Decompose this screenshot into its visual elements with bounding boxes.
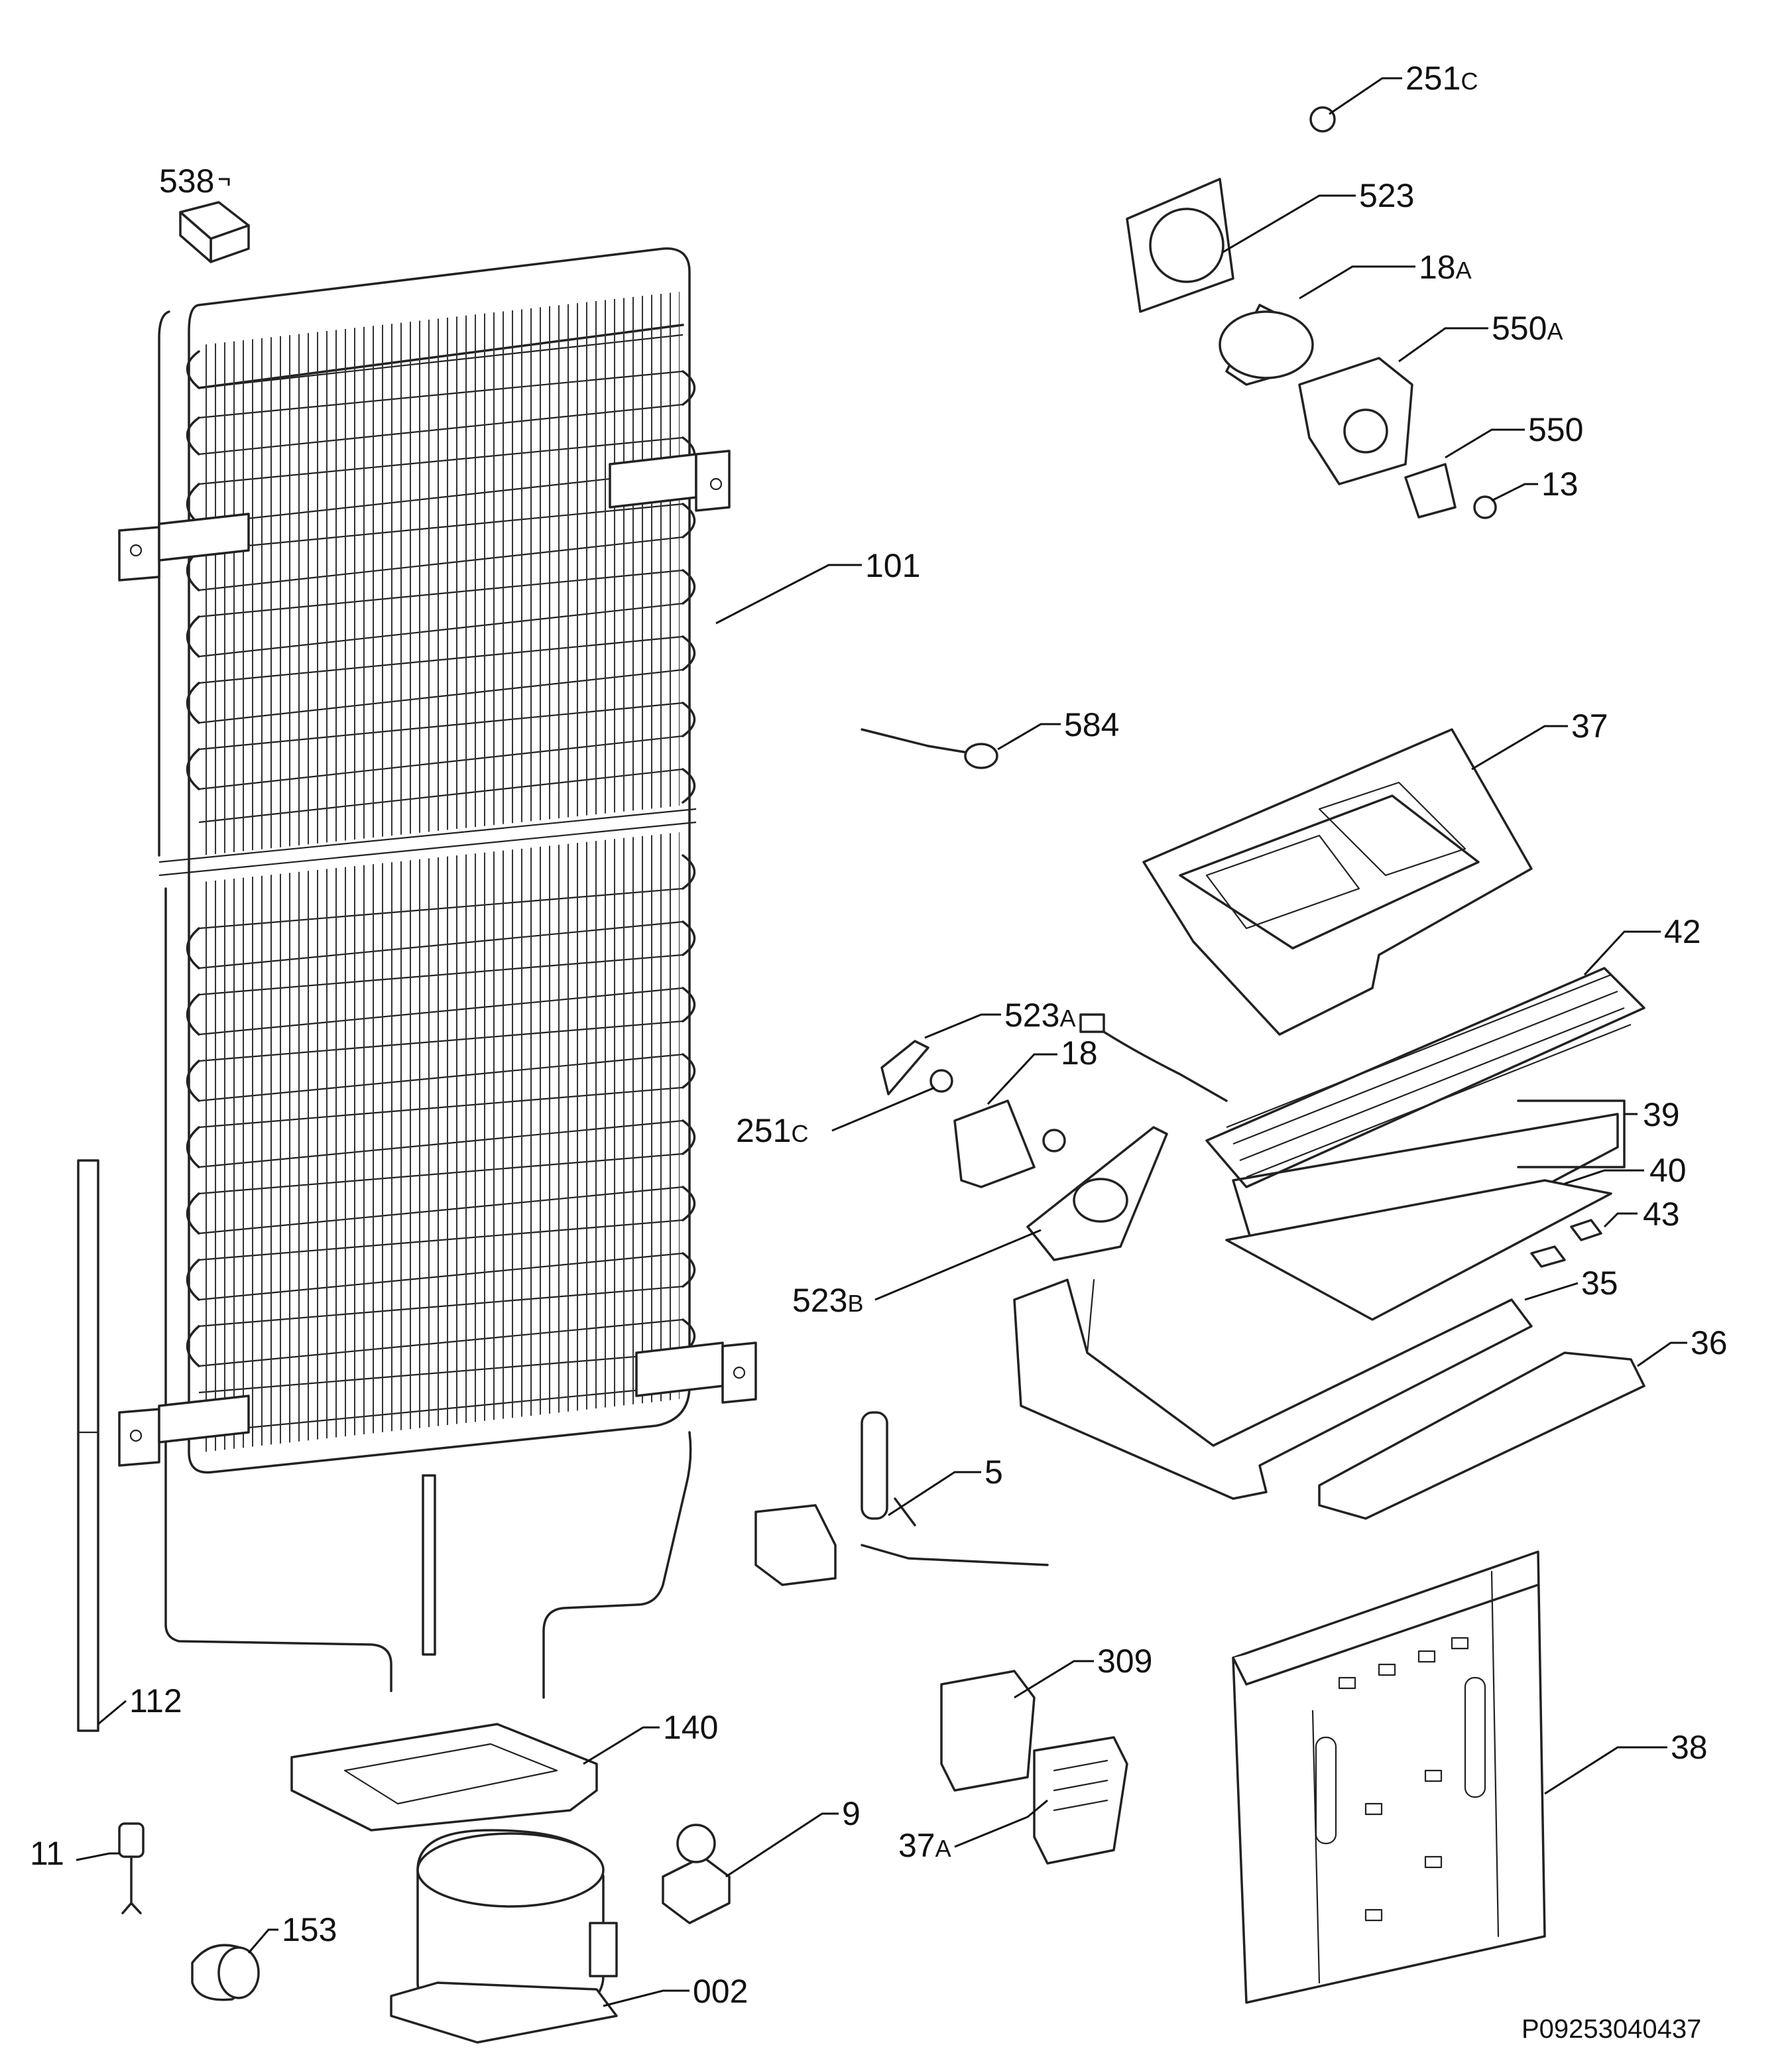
leader-523 — [1223, 194, 1356, 253]
leader-550a — [1398, 327, 1488, 363]
label-37a: 37A — [898, 1827, 951, 1864]
drawer-36-drawing — [1318, 1351, 1645, 1520]
leader-13 — [1491, 483, 1538, 502]
leader-523a — [924, 1013, 1001, 1039]
cover-37-drawing — [1142, 728, 1533, 1036]
part-538-drawing — [179, 201, 250, 263]
label-39: 39 — [1643, 1096, 1680, 1133]
label-140: 140 — [663, 1709, 718, 1746]
leader-40 — [1564, 1169, 1644, 1185]
leader-550 — [1445, 428, 1525, 459]
label-13: 13 — [1541, 466, 1579, 503]
leader-309 — [1014, 1660, 1094, 1699]
leader-538 — [219, 178, 230, 186]
leader-35 — [1524, 1282, 1579, 1301]
leader-37a — [954, 1799, 1048, 1848]
leader-43 — [1603, 1212, 1638, 1228]
callout-labels: 251C 523 18A 550A 550 13 538 101 584 37 … — [30, 60, 1728, 2010]
label-18a: 18A — [1419, 249, 1472, 286]
frame-35-drawing — [1013, 1278, 1533, 1500]
label-101: 101 — [865, 547, 920, 584]
leader-251c-top — [1329, 77, 1402, 115]
label-309: 309 — [1097, 1643, 1152, 1680]
condenser-101-drawing — [118, 247, 757, 1699]
label-38: 38 — [1671, 1729, 1708, 1766]
leader-9 — [725, 1812, 839, 1878]
label-42: 42 — [1664, 913, 1701, 950]
panel-38-drawing — [1232, 1550, 1546, 2004]
label-5: 5 — [985, 1454, 1003, 1491]
compressor-002-drawing — [390, 1829, 618, 2044]
leader-lines — [76, 77, 1687, 2007]
part-11-drawing — [118, 1822, 145, 1914]
fan-assembly-top-drawing — [1126, 106, 1497, 519]
leader-36 — [1637, 1341, 1687, 1367]
label-538: 538 — [159, 162, 214, 200]
leader-11 — [76, 1852, 119, 1861]
drawing-reference-code: P09253040437 — [1522, 2015, 1702, 2044]
label-18: 18 — [1061, 1034, 1098, 1072]
label-153: 153 — [282, 1911, 337, 1948]
electronics-309-37a-drawing — [940, 1670, 1128, 1865]
label-002: 002 — [693, 1973, 748, 2010]
leader-101 — [715, 564, 862, 625]
label-251c-top: 251C — [1405, 60, 1478, 97]
leader-002 — [603, 1989, 689, 2007]
label-36: 36 — [1691, 1324, 1728, 1361]
plate-40-drawing — [1225, 1179, 1612, 1321]
leader-42 — [1583, 930, 1661, 976]
leader-38 — [1544, 1746, 1667, 1795]
fan-assembly-mid-drawing — [880, 1040, 1168, 1261]
label-523: 523 — [1359, 177, 1414, 214]
part-43-drawing — [1530, 1219, 1602, 1268]
leader-140 — [583, 1726, 660, 1765]
label-584: 584 — [1064, 706, 1119, 743]
leader-251c-mid — [831, 1086, 935, 1132]
tray-140-drawing — [290, 1723, 598, 1832]
leader-5 — [888, 1471, 981, 1517]
label-37: 37 — [1571, 708, 1608, 745]
label-251c-mid: 251C — [736, 1112, 808, 1149]
label-40: 40 — [1649, 1152, 1687, 1189]
leader-37 — [1471, 725, 1568, 771]
relay-9-drawing — [662, 1824, 731, 1924]
label-550a: 550A — [1492, 310, 1563, 347]
label-523a: 523A — [1004, 997, 1075, 1034]
leader-18a — [1299, 265, 1415, 300]
label-112: 112 — [129, 1682, 182, 1719]
sensor-584-drawing — [861, 728, 998, 769]
part-153-drawing — [191, 1944, 260, 2001]
label-43: 43 — [1643, 1196, 1680, 1233]
label-35: 35 — [1581, 1265, 1618, 1302]
label-523b: 523B — [792, 1282, 863, 1319]
leader-153 — [247, 1928, 278, 1954]
leader-584 — [997, 723, 1061, 751]
leader-18 — [986, 1053, 1057, 1105]
valve-5-drawing — [754, 1411, 1049, 1586]
pipe-112-drawing — [77, 1159, 99, 1732]
leader-112 — [97, 1700, 127, 1725]
leader-523b — [874, 1229, 1042, 1301]
label-11: 11 — [30, 1835, 64, 1872]
label-9: 9 — [842, 1795, 861, 1832]
label-550: 550 — [1528, 411, 1583, 448]
